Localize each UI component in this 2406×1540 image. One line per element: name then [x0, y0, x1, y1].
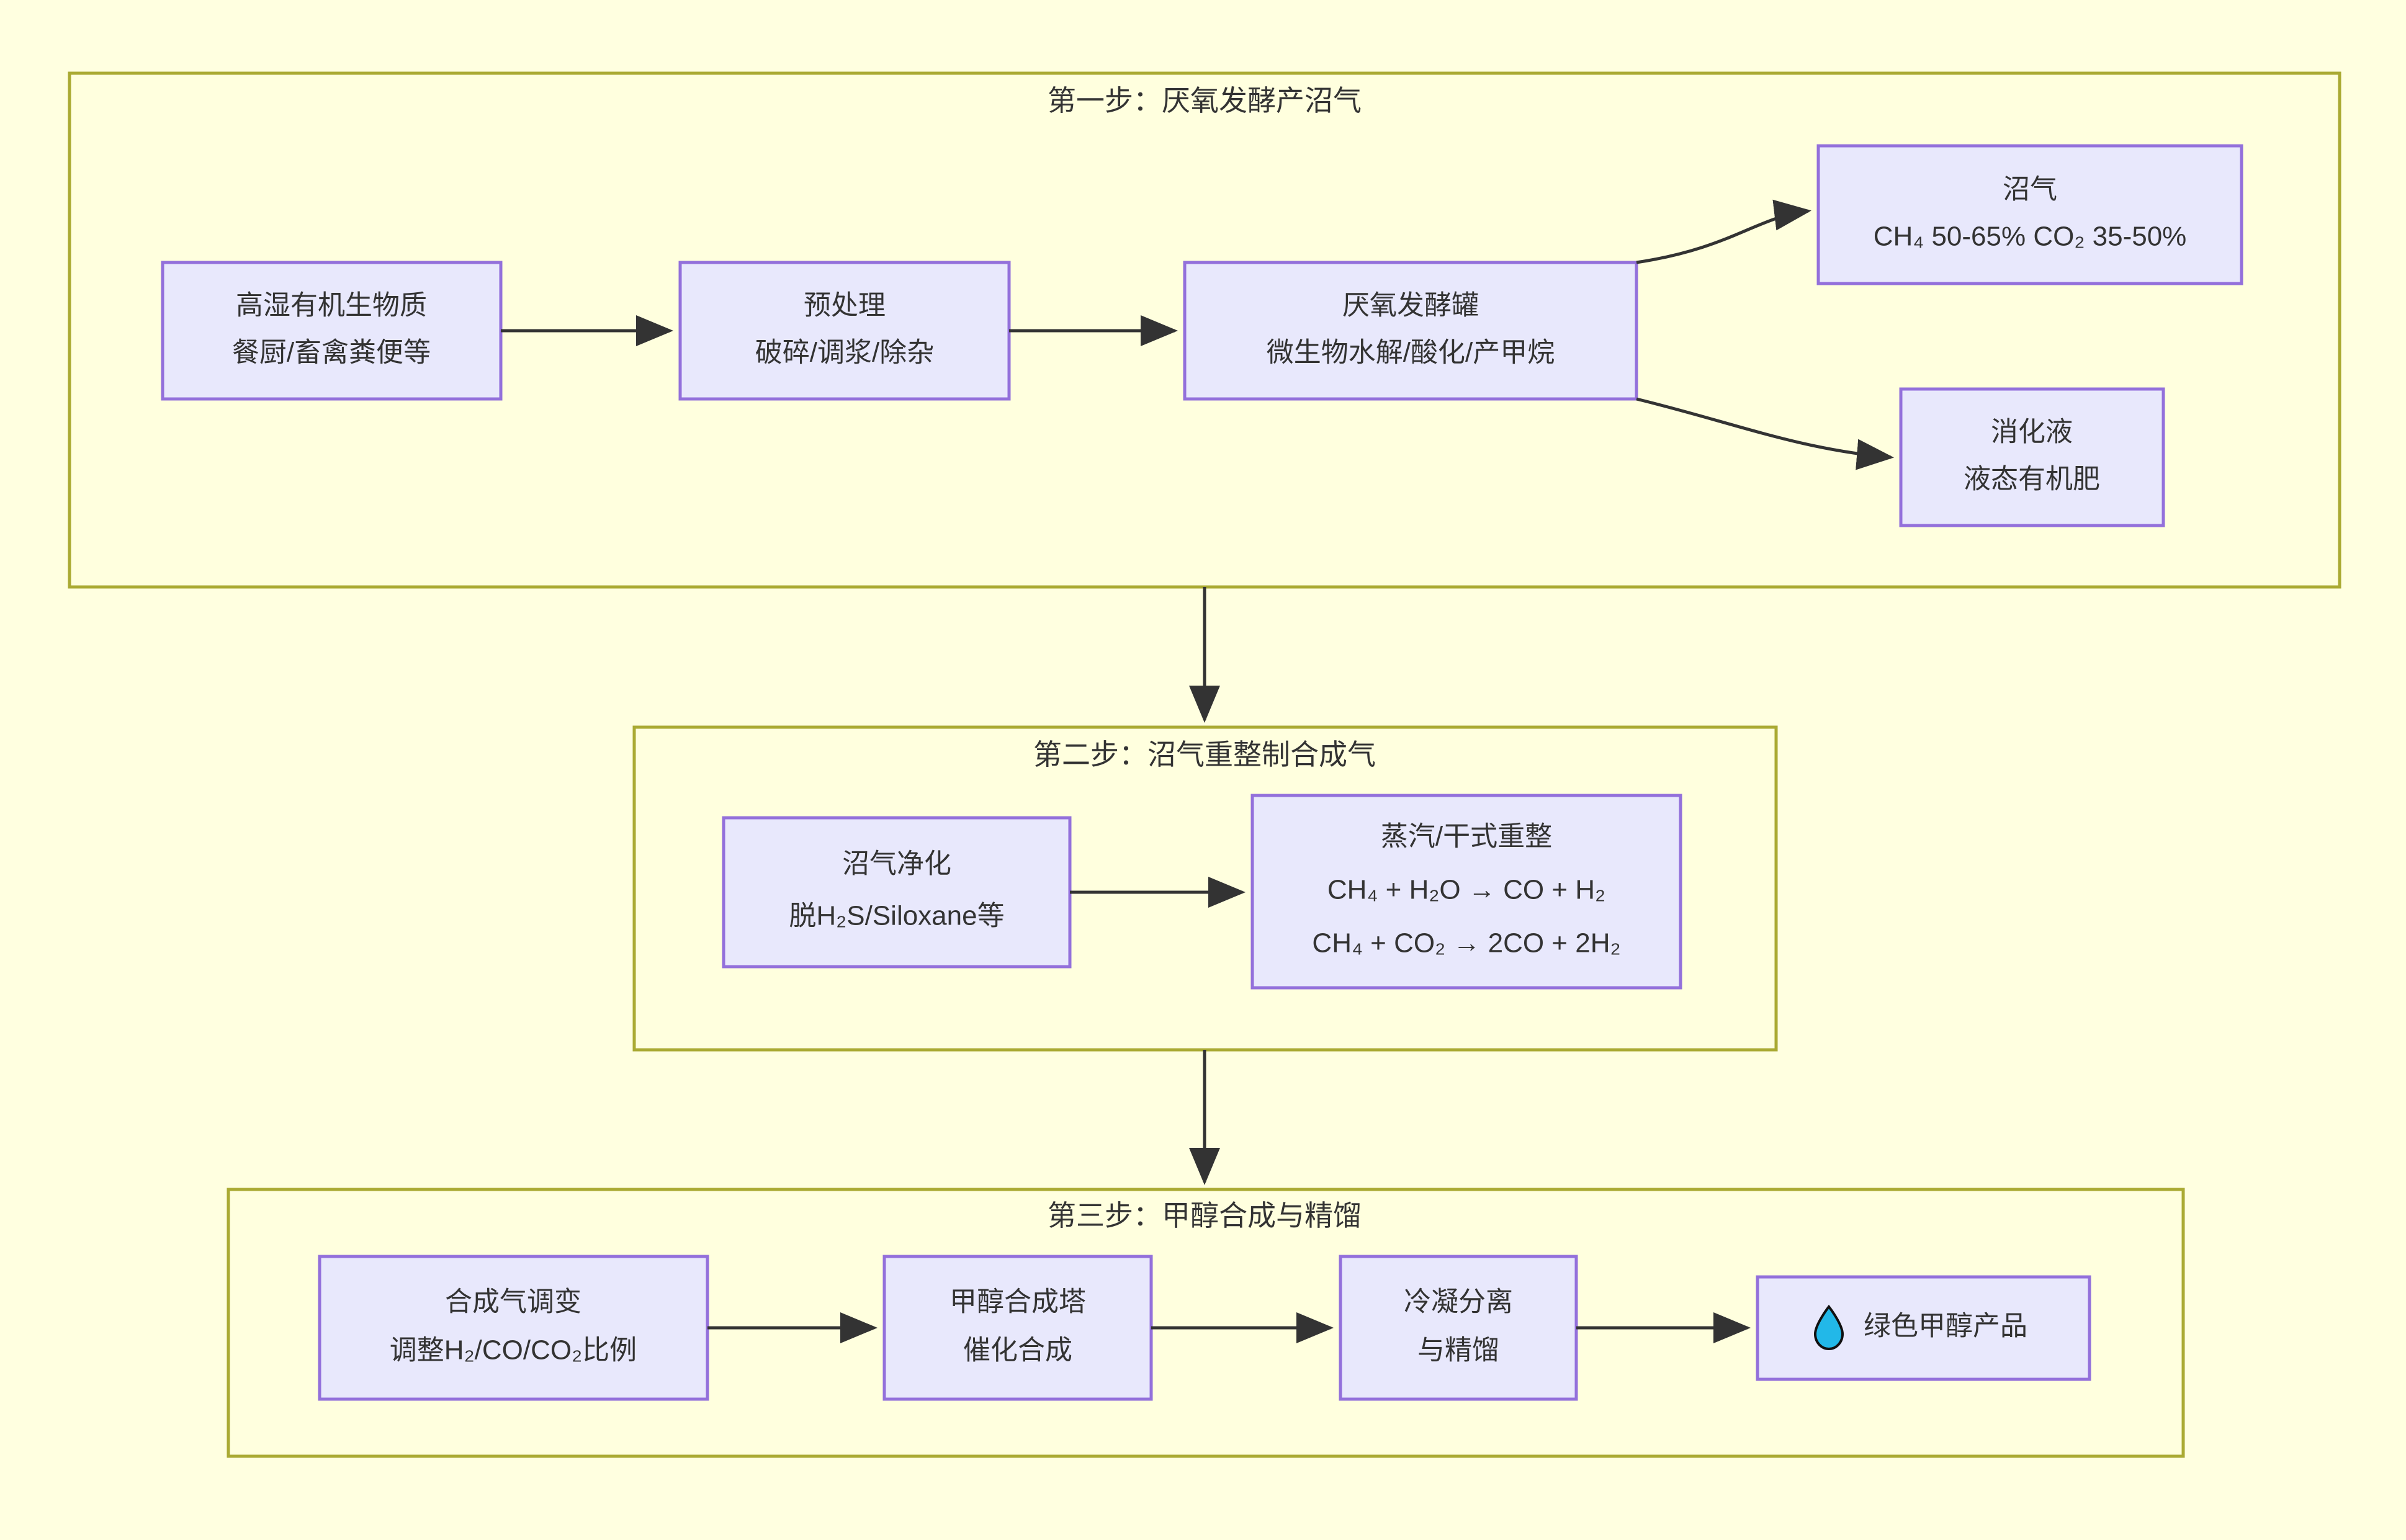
node-product-label: 绿色甲醇产品: [1864, 1311, 2027, 1341]
node-pretreatment-line2: 破碎/调浆/除杂: [755, 338, 934, 368]
node-feedstock-line1: 高湿有机生物质: [236, 290, 427, 321]
node-feedstock[interactable]: 高湿有机生物质 餐厨/畜禽粪便等: [161, 261, 503, 401]
node-feedstock-line2: 餐厨/畜禽粪便等: [232, 338, 431, 368]
edge-digester-to-digestate: [1636, 397, 1894, 470]
node-feedstock-box[interactable]: [161, 261, 503, 401]
node-pretreatment-box[interactable]: [678, 261, 1011, 401]
node-digester[interactable]: 厌氧发酵罐 微生物水解/酸化/产甲烷: [1183, 261, 1638, 401]
node-product[interactable]: 绿色甲醇产品: [1756, 1275, 2091, 1381]
node-shift-line2: 调整H₂/CO/CO₂比例: [390, 1335, 637, 1366]
node-purification-line1: 沼气净化: [842, 849, 951, 879]
node-reforming-line1: 蒸汽/干式重整: [1381, 821, 1552, 852]
node-biogas-line2: CH₄ 50-65% CO₂ 35-50%: [1874, 222, 2187, 252]
node-product-box[interactable]: [1756, 1275, 2091, 1381]
node-digester-line2: 微生物水解/酸化/产甲烷: [1267, 338, 1555, 368]
node-shift-line1: 合成气调变: [445, 1287, 581, 1317]
edge-digester-to-biogas: [1636, 199, 1811, 264]
cluster-step1-title: 第一步：厌氧发酵产沼气: [1048, 84, 1362, 117]
node-reforming-box[interactable]: [1250, 794, 1682, 990]
droplet-icon: [1813, 1304, 1844, 1350]
node-biogas[interactable]: 沼气 CH₄ 50-65% CO₂ 35-50%: [1816, 144, 2243, 285]
node-pretreatment[interactable]: 预处理 破碎/调浆/除杂: [678, 261, 1011, 401]
node-separation-box[interactable]: [1339, 1255, 1578, 1401]
node-pretreatment-line1: 预处理: [804, 290, 886, 321]
node-digestate[interactable]: 消化液 液态有机肥: [1899, 387, 2165, 527]
node-synthesis[interactable]: 甲醇合成塔 催化合成: [882, 1255, 1153, 1401]
node-digestate-line1: 消化液: [1991, 417, 2073, 447]
node-synthesis-line2: 催化合成: [963, 1335, 1072, 1366]
cluster-step2-title: 第二步：沼气重整制合成气: [1033, 738, 1376, 771]
node-reforming-line3: CH₄ + CO₂ → 2CO + 2H₂: [1312, 928, 1620, 959]
node-purification[interactable]: 沼气净化 脱H₂S/Siloxane等: [722, 816, 1072, 969]
cluster-step3-title: 第三步：甲醇合成与精馏: [1048, 1199, 1362, 1232]
node-digestate-box[interactable]: [1899, 387, 2165, 527]
node-separation-line2: 与精馏: [1417, 1335, 1499, 1366]
node-reforming[interactable]: 蒸汽/干式重整 CH₄ + H₂O → CO + H₂ CH₄ + CO₂ → …: [1250, 794, 1682, 990]
node-shift[interactable]: 合成气调变 调整H₂/CO/CO₂比例: [318, 1255, 709, 1401]
node-biogas-line1: 沼气: [2003, 174, 2057, 205]
node-purification-line2: 脱H₂S/Siloxane等: [789, 901, 1004, 931]
node-digester-box[interactable]: [1183, 261, 1638, 401]
node-purification-box[interactable]: [722, 816, 1072, 969]
node-digester-line1: 厌氧发酵罐: [1342, 290, 1479, 321]
node-separation-line1: 冷凝分离: [1404, 1287, 1513, 1317]
node-digestate-line2: 液态有机肥: [1964, 464, 2100, 495]
node-separation[interactable]: 冷凝分离 与精馏: [1339, 1255, 1578, 1401]
node-reforming-line2: CH₄ + H₂O → CO + H₂: [1327, 875, 1605, 905]
node-synthesis-box[interactable]: [882, 1255, 1153, 1401]
node-biogas-box[interactable]: [1816, 144, 2243, 285]
node-shift-box[interactable]: [318, 1255, 709, 1401]
node-synthesis-line1: 甲醇合成塔: [949, 1287, 1086, 1317]
